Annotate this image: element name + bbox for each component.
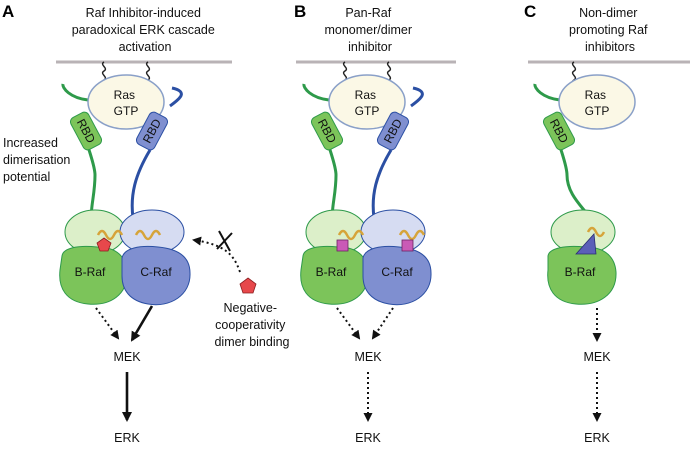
alpha-c-helix	[337, 229, 365, 241]
ras-line: GTP	[585, 104, 610, 118]
panel-label: B	[294, 2, 306, 21]
ras-gtp	[87, 74, 165, 130]
ras-label: Ras GTP	[585, 88, 610, 118]
ras-line: GTP	[114, 104, 139, 118]
blocked-binding-arrow	[192, 236, 241, 273]
annotation-line: potential	[3, 170, 50, 184]
note-line: cooperativity	[215, 318, 286, 332]
panel-title: Pan-Raf monomer/dimer inhibitor	[324, 6, 415, 54]
title-line: Pan-Raf	[345, 6, 391, 20]
inhibitor-square	[336, 239, 349, 252]
braf-label: B-Raf	[75, 265, 106, 279]
ras-gtp	[558, 74, 636, 130]
note-line: Negative-	[224, 301, 278, 315]
inhibitor-square	[401, 239, 414, 252]
erk-label: ERK	[114, 431, 140, 445]
alpha-c-helix	[586, 226, 606, 238]
mek-label: MEK	[583, 350, 611, 364]
inhibitor-triangle	[575, 233, 597, 255]
ras-label: Ras GTP	[114, 88, 139, 118]
inhibitor-pentagon	[96, 237, 112, 252]
panel-label: C	[524, 2, 536, 21]
craf-c-lobe	[121, 245, 191, 306]
craf-c-lobe	[362, 245, 432, 306]
ras-line: Ras	[355, 88, 376, 102]
ras-line: Ras	[114, 88, 135, 102]
panel-title: Non-dimer promoting Raf inhibitors	[569, 6, 651, 54]
panel-a: A Raf Inhibitor-induced paradoxical ERK …	[2, 2, 290, 445]
alpha-c-helix	[96, 229, 124, 241]
title-line: Raf Inhibitor-induced	[86, 6, 201, 20]
braf-label: B-Raf	[565, 265, 596, 279]
free-inhibitor-pentagon	[239, 277, 257, 294]
ras-label: Ras GTP	[355, 88, 380, 118]
erk-label: ERK	[355, 431, 381, 445]
cooperativity-note: Negative- cooperativity dimer binding	[214, 301, 289, 349]
title-line: activation	[119, 40, 172, 54]
panel-title: Raf Inhibitor-induced paradoxical ERK ca…	[72, 6, 219, 54]
panel-c: C Non-dimer promoting Raf inhibitors Ras…	[524, 2, 690, 445]
annotation-line: dimerisation	[3, 153, 70, 167]
braf-to-mek-arrow	[95, 307, 120, 340]
note-line: dimer binding	[214, 335, 289, 349]
erk-label: ERK	[584, 431, 610, 445]
craf-label: C-Raf	[381, 265, 413, 279]
title-line: inhibitor	[348, 40, 392, 54]
mek-label: MEK	[113, 350, 141, 364]
title-line: inhibitors	[585, 40, 635, 54]
mek-label: MEK	[354, 350, 382, 364]
braf-c-lobe	[547, 245, 617, 305]
alpha-c-helix	[134, 229, 162, 241]
craf-linker	[371, 86, 424, 219]
ras-line: GTP	[355, 104, 380, 118]
dimerisation-annotation: Increased dimerisation potential	[3, 136, 74, 184]
craf-to-mek-arrow	[130, 305, 154, 342]
craf-label: C-Raf	[140, 265, 172, 279]
panel-b: B Pan-Raf monomer/dimer inhibitor Ras GT…	[294, 2, 456, 445]
annotation-line: Increased	[3, 136, 58, 150]
braf-to-mek-arrow	[336, 307, 361, 340]
craf-linker	[130, 86, 183, 219]
panel-label: A	[2, 2, 14, 21]
ras-gtp	[328, 74, 406, 130]
title-line: promoting Raf	[569, 23, 648, 37]
craf-to-mek-arrow	[371, 307, 394, 340]
title-line: Non-dimer	[579, 6, 637, 20]
blocked-cross-icon	[216, 230, 233, 252]
title-line: paradoxical ERK cascade	[72, 23, 215, 37]
braf-label: B-Raf	[316, 265, 347, 279]
title-line: monomer/dimer	[324, 23, 412, 37]
ras-line: Ras	[585, 88, 606, 102]
alpha-c-helix	[398, 229, 426, 241]
